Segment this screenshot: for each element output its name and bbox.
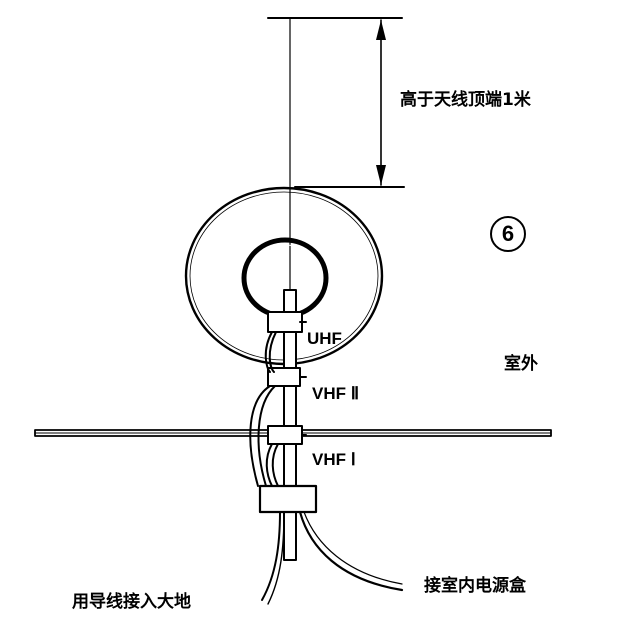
feed-cable-6 [271, 443, 279, 487]
feed-cable-2 [268, 331, 277, 373]
feed-cable-3 [249, 385, 271, 487]
junction-box [258, 484, 318, 514]
feed-cable-5 [265, 443, 273, 487]
vhf1-clamp [267, 425, 303, 445]
ground-wire-label: 用导线接入大地 [72, 592, 191, 612]
figure-number: 6 [501, 221, 515, 246]
feed-cable-4 [257, 385, 276, 487]
figure-number-badge: 6 [490, 216, 526, 252]
dimension-arrow-down [376, 165, 386, 185]
uhf-label: UHF [307, 329, 342, 348]
vhf-lower-label: VHF Ⅰ [312, 450, 356, 469]
ground-wire [261, 511, 281, 601]
uhf-clamp [267, 311, 303, 333]
vhf-upper-label: VHF Ⅱ [312, 384, 360, 403]
height-note-label: 高于天线顶端1米 [400, 90, 531, 110]
power-cable [298, 510, 404, 592]
power-box-label: 接室内电源盒 [424, 576, 526, 596]
feed-cable-1 [264, 331, 273, 373]
dimension-arrow-up [376, 20, 386, 40]
outdoor-label: 室外 [504, 354, 538, 374]
